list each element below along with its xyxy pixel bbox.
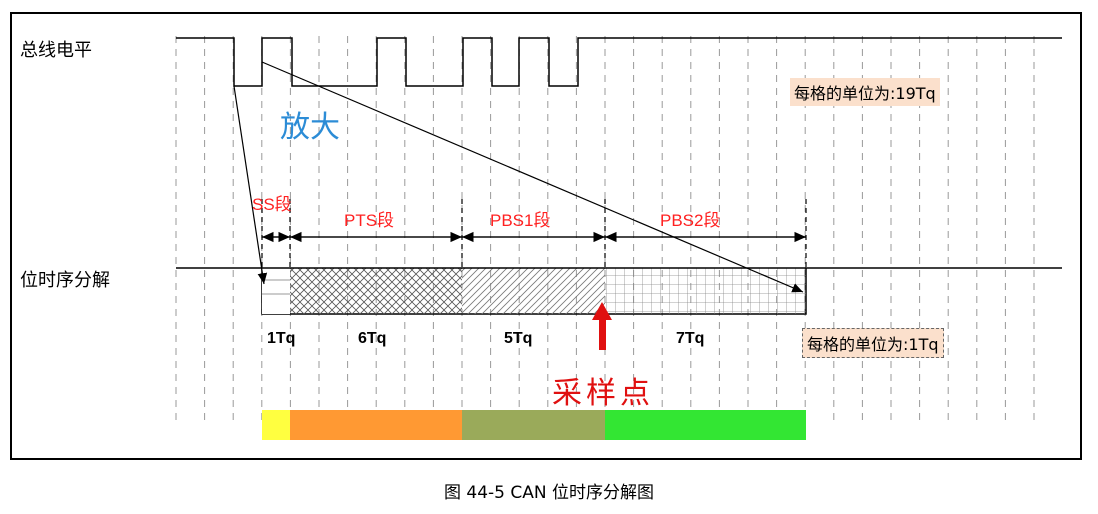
sample-point-arrow (592, 302, 612, 350)
bus-level-label: 总线电平 (20, 40, 92, 61)
ss-segment-area (262, 268, 290, 314)
bit-timing-diagram (175, 36, 1062, 440)
zoom-line-right (261, 61, 804, 293)
pts-color-bar (290, 410, 462, 440)
ss-color-bar (262, 410, 290, 440)
pbs2-tq-label: 7Tq (676, 330, 705, 347)
unit-box-bottom: 每格的单位为:1Tq (802, 328, 944, 358)
pts-segment-area (290, 268, 462, 314)
figure-caption: 图 44-5 CAN 位时序分解图 (443, 483, 654, 503)
pbs1-segment-label: PBS1段 (490, 211, 551, 230)
pbs1-color-bar (462, 410, 605, 440)
pts-segment-label: PTS段 (344, 211, 395, 230)
diagram-frame: 总线电平 位时序分解 每格的单位为:19Tq 每格的单位为:1Tq 放大 SS段… (10, 12, 1082, 460)
segment-boundaries (261, 199, 807, 268)
pbs1-tq-label: 5Tq (504, 330, 533, 347)
pts-tq-label: 6Tq (358, 330, 387, 347)
pbs2-color-bar (605, 410, 806, 440)
bit-timing-label: 位时序分解 (20, 270, 110, 291)
bus-level-waveform (176, 37, 1062, 87)
ss-tq-label: 1Tq (267, 330, 296, 347)
unit-box-top: 每格的单位为:19Tq (790, 78, 940, 106)
ss-segment-label: SS段 (252, 195, 292, 214)
zoom-label: 放大 (280, 110, 340, 145)
pbs2-segment-label: PBS2段 (660, 211, 721, 230)
pbs1-segment-area (462, 268, 605, 314)
zoom-line-left (233, 85, 268, 285)
sample-point-label: 采样点 (552, 376, 654, 411)
pbs2-segment-area (605, 268, 806, 314)
grid-lines (175, 36, 1035, 426)
